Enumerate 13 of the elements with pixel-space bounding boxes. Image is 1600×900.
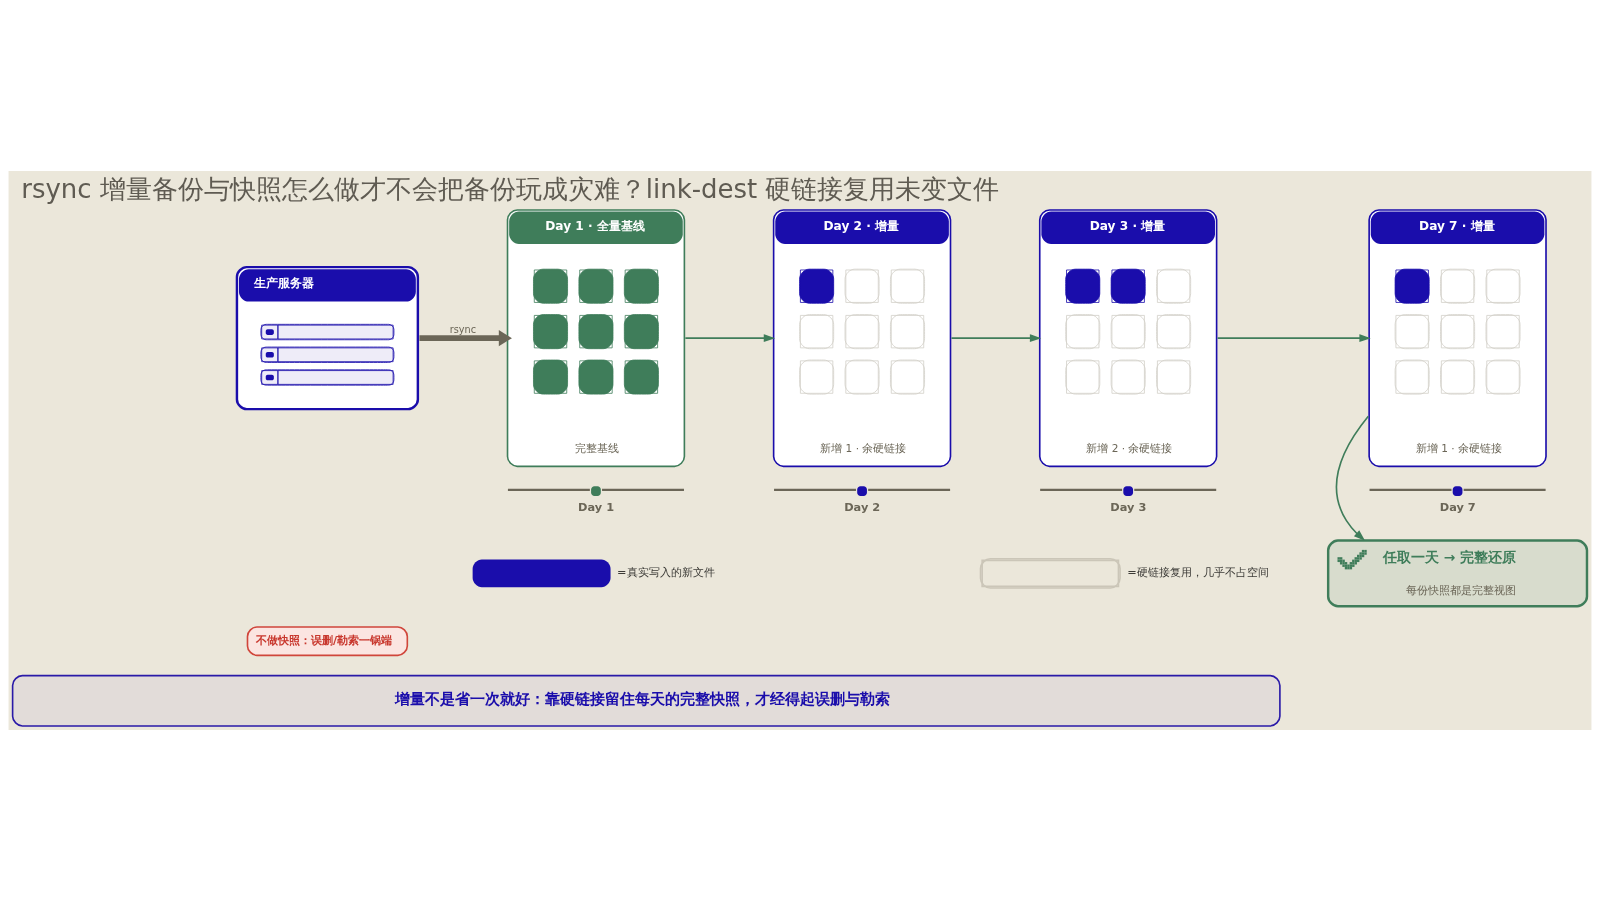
arrow xyxy=(419,329,512,346)
arrow xyxy=(684,333,776,342)
label: Day 2 xyxy=(844,499,881,514)
arrow xyxy=(1216,333,1371,342)
legend-label: =真实写入的新文件 xyxy=(617,564,715,579)
arrow xyxy=(950,333,1042,342)
label: Day 3 xyxy=(1110,499,1147,514)
diagram-title: rsync 增量备份与快照怎么做才不会把备份玩成灾难？link-dest 硬链接复用未变文件 xyxy=(21,173,1000,204)
label: Day 1 xyxy=(578,499,615,514)
arrow xyxy=(1335,414,1370,541)
label: Day 7 xyxy=(1439,499,1476,514)
edge-label: rsync xyxy=(449,323,477,335)
legend-label: =硬链接复用，几乎不占空间 xyxy=(1127,564,1269,579)
